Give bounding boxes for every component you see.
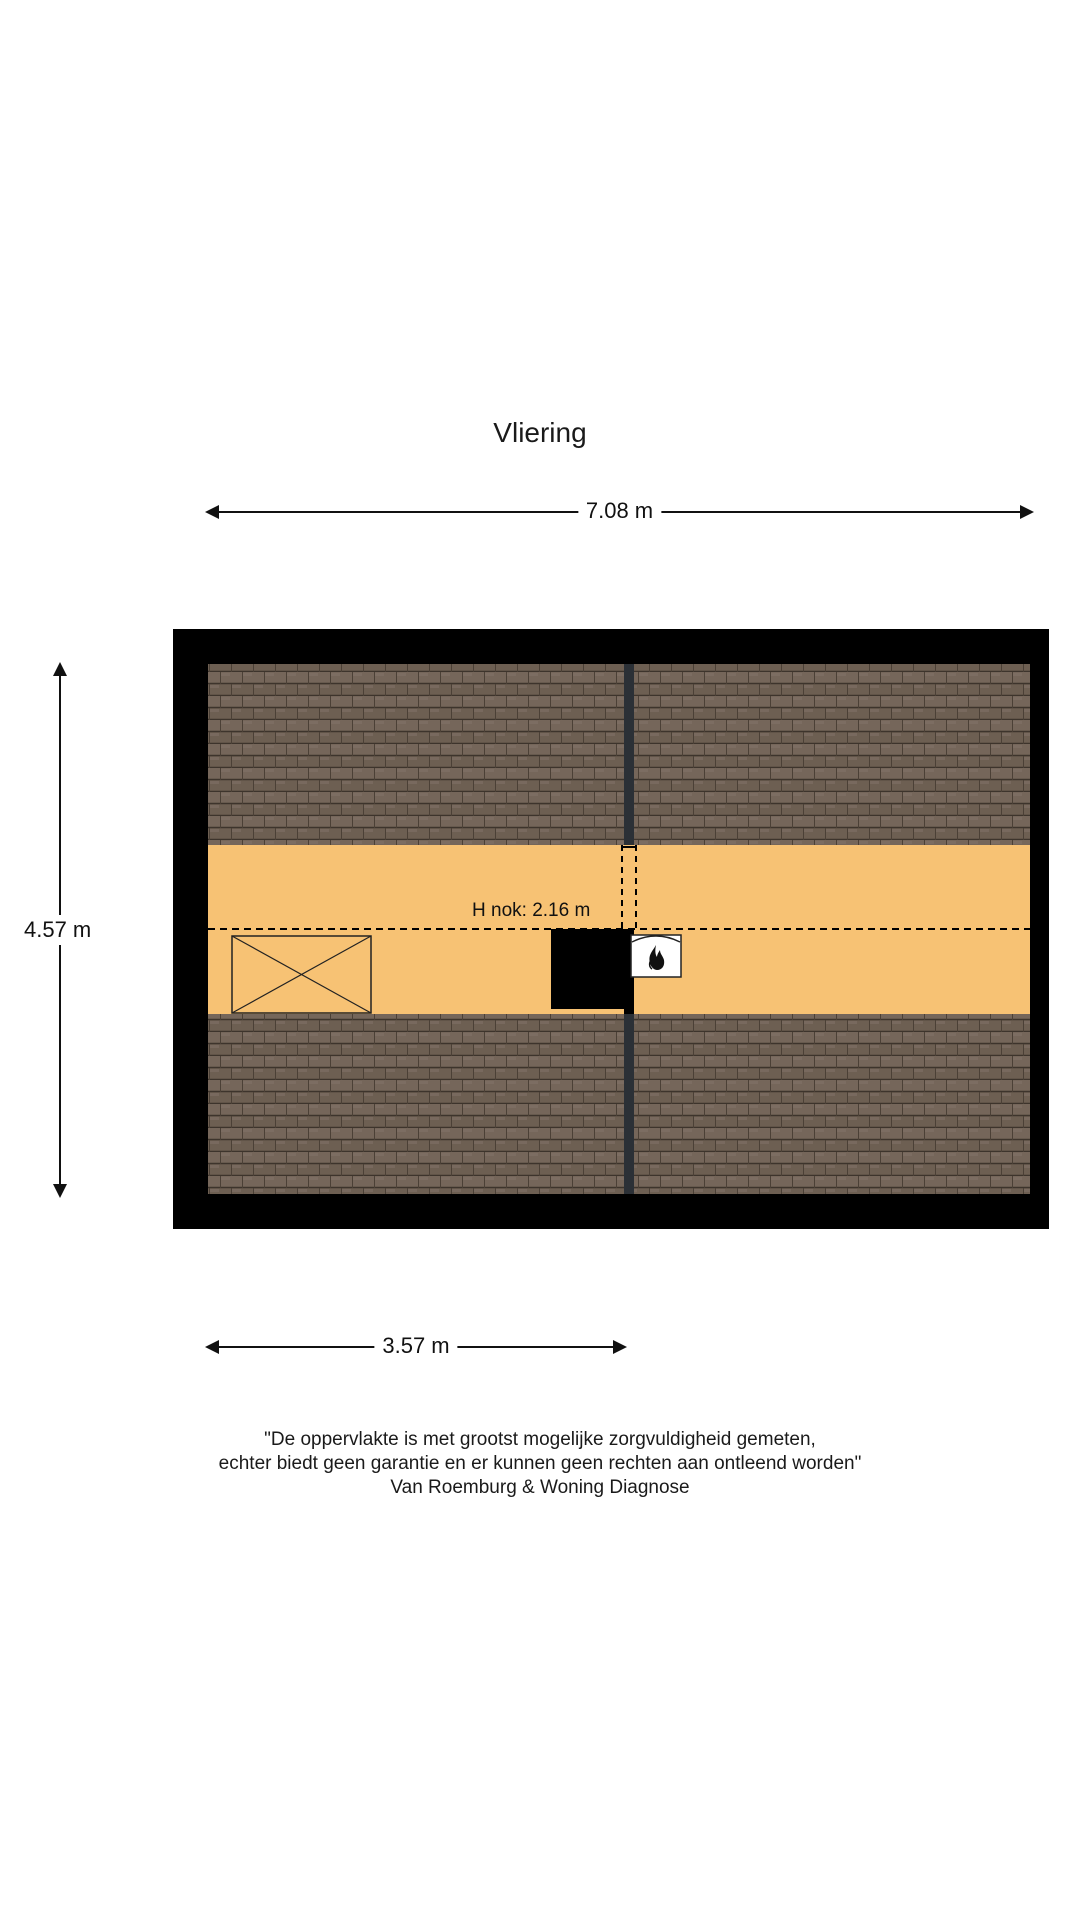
roof-slope-bottom: [208, 1014, 1030, 1194]
arrow-right-icon: [1020, 505, 1034, 519]
disclaimer-line-1: "De oppervlakte is met grootst mogelijke…: [264, 1429, 816, 1450]
partition-wall-top: [624, 664, 634, 845]
depth-dimension-label: 4.57 m: [20, 915, 96, 945]
disclaimer-line-2: echter biedt geen garantie en er kunnen …: [218, 1453, 862, 1474]
partition-wall-stub: [624, 929, 634, 1014]
partial-width-dimension-label: 3.57 m: [374, 1331, 458, 1361]
roof-slope-top: [208, 664, 1030, 845]
partial-width-dimension: 3.57 m: [205, 1331, 627, 1361]
ridge-height-label: H nok: 2.16 m: [472, 900, 591, 921]
partition-wall-bottom: [624, 1014, 634, 1194]
arrow-left-icon: [205, 505, 219, 519]
black-square-icon: [551, 929, 626, 1009]
arrow-left-icon: [205, 1340, 219, 1354]
disclaimer-line-3: Van Roemburg & Woning Diagnose: [390, 1477, 690, 1498]
disclaimer: "De oppervlakte is met grootst mogelijke…: [0, 1428, 1080, 1500]
arrow-down-icon: [53, 1184, 67, 1198]
flame-icon: [630, 934, 682, 978]
arrow-right-icon: [613, 1340, 627, 1354]
width-dimension-label: 7.08 m: [577, 496, 662, 526]
arrow-up-icon: [53, 662, 67, 676]
floor-title: Vliering: [493, 417, 587, 448]
x-box-icon: [231, 935, 372, 1014]
width-dimension: 7.08 m: [205, 496, 1034, 526]
